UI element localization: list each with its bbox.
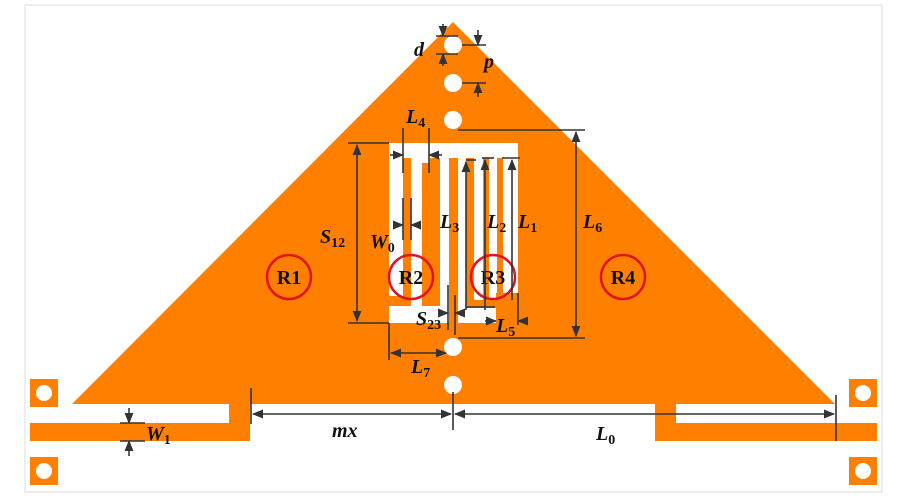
label-l3: L3 [439,211,459,236]
via-holes [444,36,462,394]
dimension-lines [120,24,837,456]
label-l0: L0 [595,423,615,448]
label-l6: L6 [582,211,602,236]
label-mx: mx [332,420,358,442]
label-w1: W1 [146,423,171,448]
label-s23: S23 [416,308,441,333]
region-r3: R3 [469,253,517,301]
region-r2: R2 [387,253,435,301]
region-r1: R1 [265,253,313,301]
label-l2: L2 [486,211,506,236]
label-l4: L4 [405,106,425,131]
region-r4: R4 [599,253,647,301]
label-p: p [482,51,494,73]
svg-text:R4: R4 [611,267,635,289]
feed-left [30,400,250,441]
feed-right [655,400,877,441]
label-d: d [414,39,425,61]
label-w0: W0 [370,231,395,256]
mounting-pads [30,379,877,485]
label-l7: L7 [410,356,430,381]
svg-text:R2: R2 [399,267,423,289]
label-l5: L5 [495,315,515,340]
label-l1: L1 [517,211,537,236]
svg-text:R3: R3 [481,267,505,289]
label-s12: S12 [320,226,345,251]
svg-text:R1: R1 [277,267,301,289]
